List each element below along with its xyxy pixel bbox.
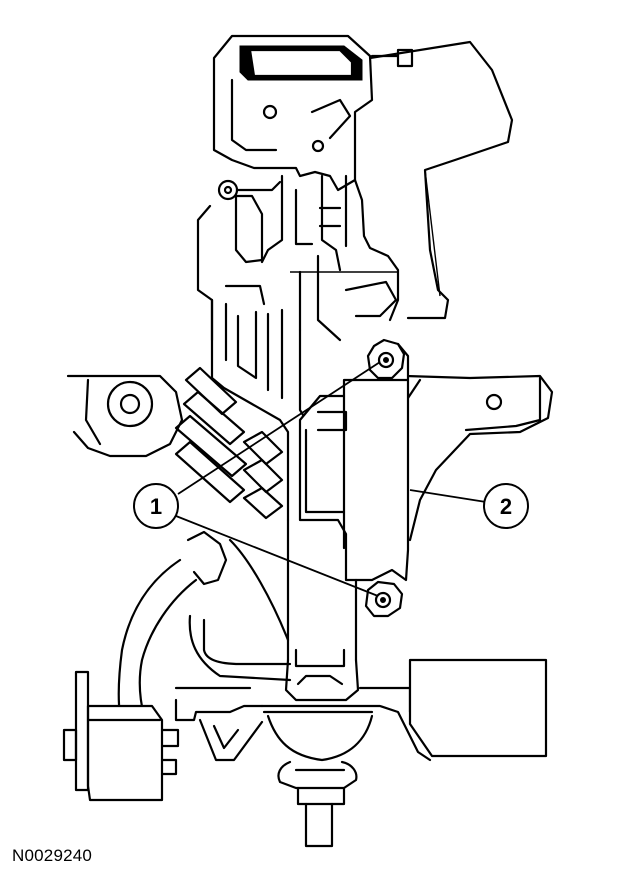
upper-mounting-nut	[366, 338, 406, 380]
callout-1: 1	[133, 483, 179, 529]
lower-column-tube	[284, 518, 360, 702]
wiring-harness	[117, 530, 292, 718]
lock-cylinder-housing	[212, 34, 414, 192]
lower-shaft-yoke	[277, 760, 358, 848]
lower-mounting-nut	[364, 580, 404, 618]
lower-right-housing	[408, 658, 548, 758]
upper-housing	[368, 40, 514, 320]
callout-2: 2	[483, 483, 529, 529]
lattice-casting	[174, 284, 314, 522]
left-mount-flange	[66, 374, 184, 458]
callout-2-number: 2	[500, 494, 512, 519]
bottom-bracket	[174, 686, 432, 762]
right-mount-flange	[404, 374, 554, 542]
callout-leaders	[175, 361, 487, 597]
figure-id-label: N0029240	[12, 846, 93, 865]
column-body	[234, 174, 400, 342]
harness-connector	[62, 670, 180, 802]
callout-1-number: 1	[150, 494, 162, 519]
module	[298, 342, 410, 582]
